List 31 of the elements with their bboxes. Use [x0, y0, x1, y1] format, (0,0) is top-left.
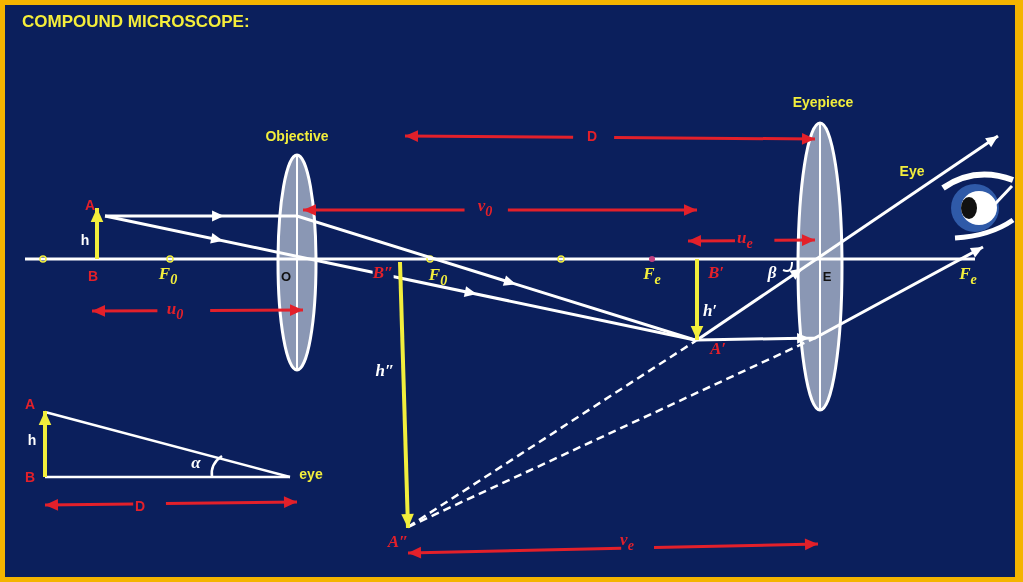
height-label: h — [27, 432, 37, 448]
lens-name: Objective — [265, 128, 329, 144]
dimension-label: v$_{e}$ — [620, 530, 634, 554]
point-label: A — [84, 197, 96, 213]
focal-point-label: F$_{e}$ — [643, 264, 661, 288]
lens-center-label: E — [822, 268, 832, 284]
angle-label: β — [767, 263, 777, 283]
eye-label: Eye — [899, 163, 925, 179]
height-label: h″ — [375, 361, 395, 381]
lens-name: Eyepiece — [792, 94, 854, 110]
point-label: B — [87, 268, 99, 284]
dimension-label: u$_{e}$ — [737, 228, 753, 252]
point-label: B″ — [372, 264, 394, 280]
point-label: A — [24, 396, 36, 412]
dimension-label: v$_{0}$ — [477, 196, 493, 220]
point-label: B — [24, 469, 36, 485]
point-label: A″ — [387, 532, 409, 552]
height-label: h′ — [702, 301, 718, 321]
diagram-title: COMPOUND MICROSCOPE: — [22, 12, 250, 32]
dimension-label: D — [134, 498, 146, 514]
dimension-label: u$_{0}$ — [166, 299, 184, 323]
eye-label: eye — [299, 466, 323, 482]
point-label: A′ — [709, 339, 727, 359]
point-label: B′ — [707, 263, 725, 283]
angle-label: α — [191, 453, 201, 473]
dimension-label: D — [586, 128, 598, 144]
lens-center-label: O — [280, 268, 292, 284]
focal-point-label: F$_{e}$ — [959, 264, 977, 288]
focal-point-label: F$_{0}$ — [428, 265, 448, 289]
focal-point-label: F$_{0}$ — [158, 264, 178, 288]
height-label: h — [80, 232, 90, 248]
